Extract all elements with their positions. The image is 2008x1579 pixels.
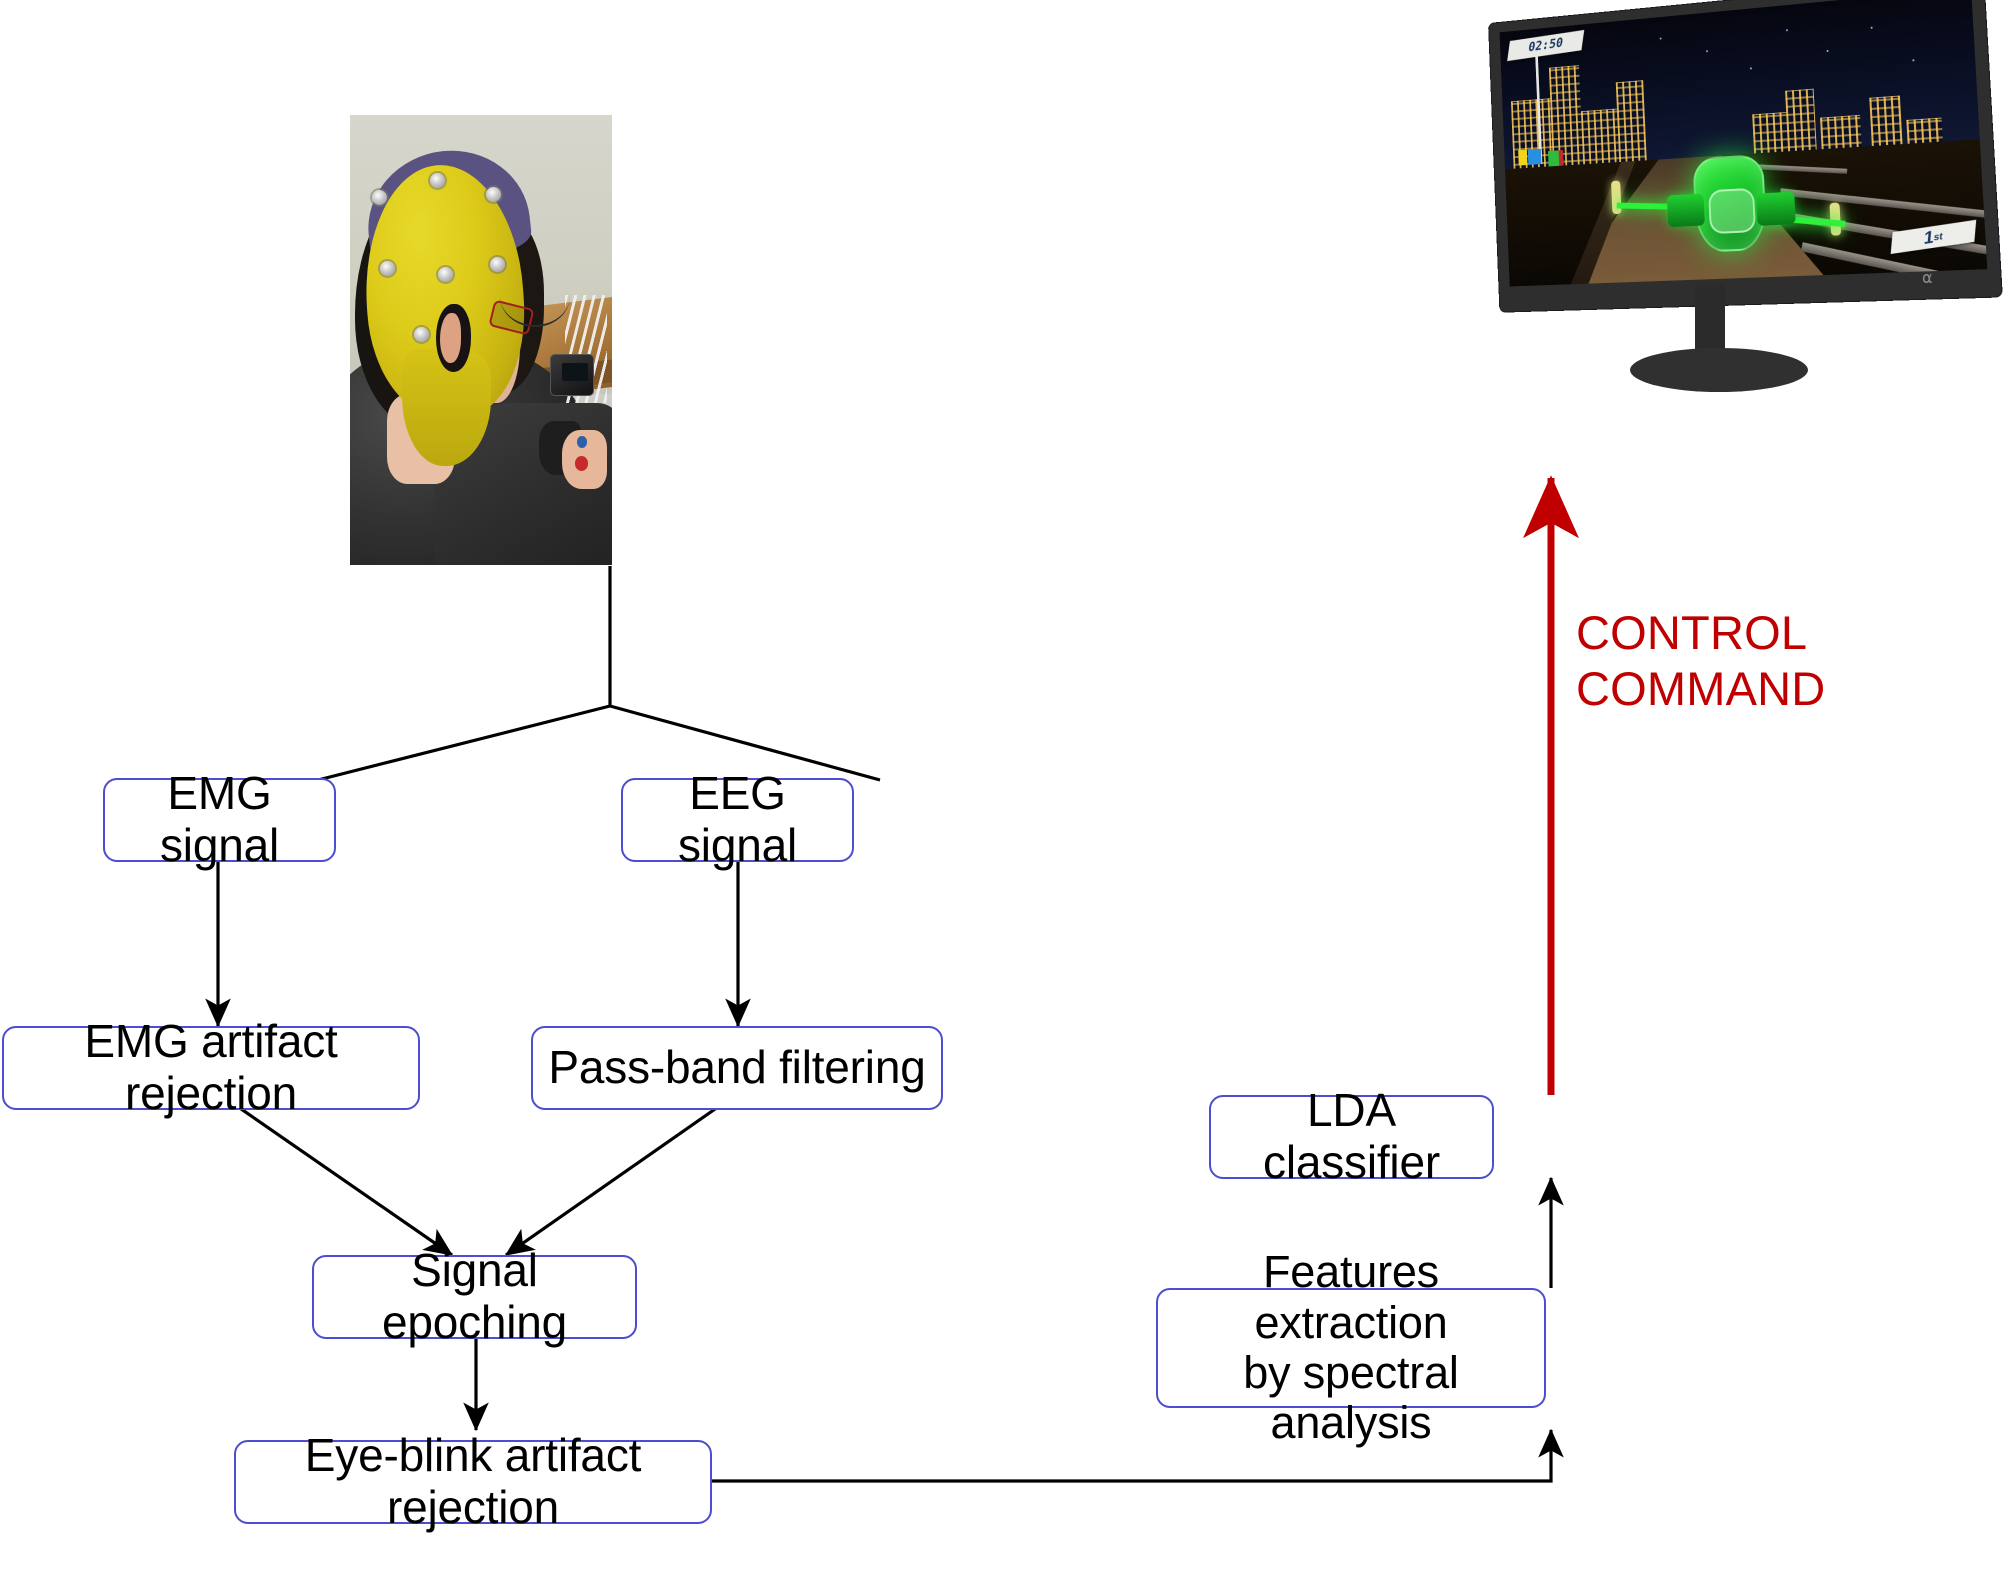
edge-photo-to-emg-signal	[317, 704, 611, 782]
eeg-electrode	[438, 267, 453, 282]
photo-blue-button	[576, 436, 588, 448]
node-signal-epoching[interactable]: Signal epoching	[312, 1245, 637, 1348]
photo-red-button	[575, 456, 589, 471]
game-craft-cockpit	[1707, 187, 1757, 235]
eeg-electrode	[490, 257, 505, 272]
node-features-extraction[interactable]: Features extraction by spectral analysis	[1156, 1247, 1546, 1448]
game-flag-blue	[1527, 148, 1542, 165]
photo-amplifier-screen	[562, 362, 589, 381]
game-flag-yellow	[1518, 149, 1528, 166]
eeg-electrode	[380, 261, 395, 276]
monitor-stand-base	[1630, 348, 1808, 392]
game-craft-wing-right	[1755, 191, 1797, 226]
eeg-electrode	[486, 187, 501, 202]
node-emg-artifact-rejection[interactable]: EMG artifact rejection	[2, 1016, 420, 1119]
game-gate-left	[1611, 180, 1622, 215]
game-flag-red	[1558, 149, 1564, 166]
subject-photo	[350, 115, 612, 565]
game-rank-suffix: st	[1933, 230, 1943, 243]
node-lda-classifier[interactable]: LDA classifier	[1209, 1085, 1494, 1188]
node-eeg-signal[interactable]: EEG signal	[621, 768, 854, 871]
game-craft-wing-left	[1666, 193, 1706, 228]
eeg-electrode	[372, 190, 387, 205]
edge-passband-to-epoching	[504, 1091, 739, 1257]
game-flag-green	[1547, 150, 1559, 167]
node-emg-signal[interactable]: EMG signal	[103, 768, 336, 871]
monitor-stand-neck	[1695, 285, 1725, 360]
node-eye-blink-artifact-rejection[interactable]: Eye-blink artifact rejection	[234, 1430, 712, 1533]
control-command-label: CONTROL COMMAND	[1576, 606, 1826, 716]
eeg-electrode	[414, 327, 429, 342]
monitor-power-icon: ⍺	[1922, 270, 1933, 287]
photo-ear	[440, 313, 462, 363]
eeg-electrode	[430, 173, 445, 188]
node-pass-band-filtering[interactable]: Pass-band filtering	[531, 1026, 943, 1110]
photo-electrode-wire	[500, 265, 570, 327]
